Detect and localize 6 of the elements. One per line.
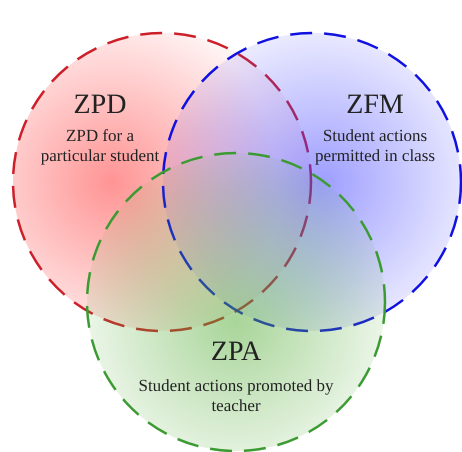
circle-description: Student actions promoted by teacher (137, 376, 334, 416)
circle-description: Student actions permitted in class (314, 126, 436, 166)
circle-title: ZFM (346, 89, 404, 121)
circle-description: ZPD for a particular student (40, 126, 160, 166)
circle-title: ZPA (210, 336, 262, 368)
circle-title: ZPD (74, 89, 126, 121)
